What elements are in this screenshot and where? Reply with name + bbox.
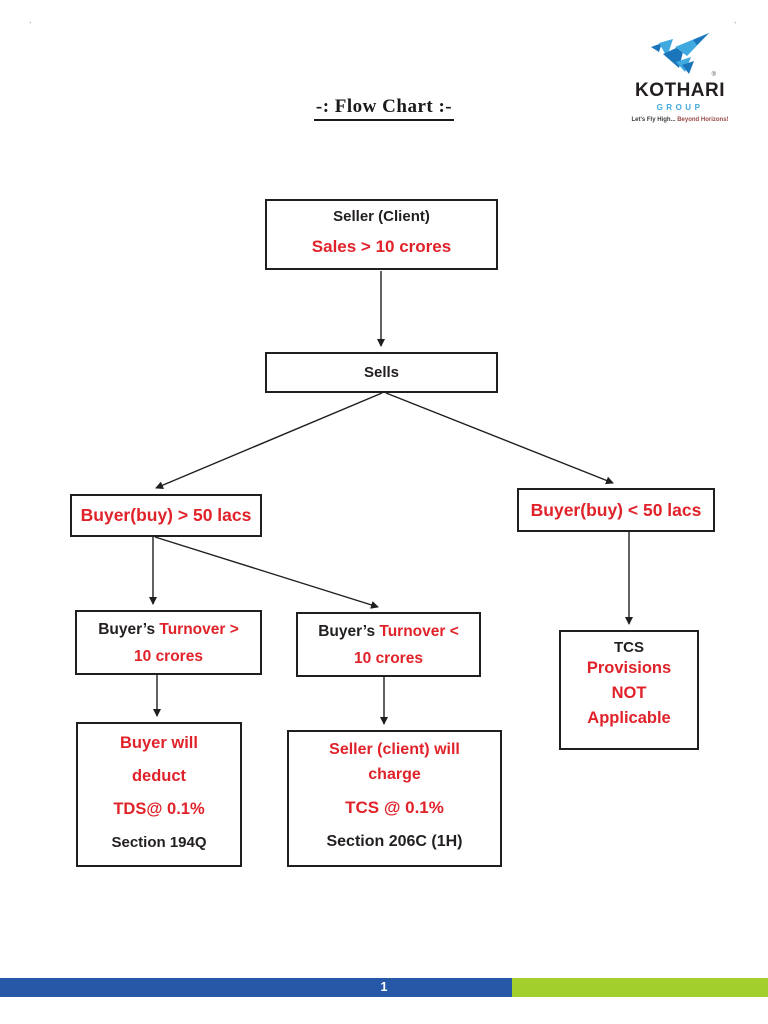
kothari-logo: ® KOTHARI GROUP Let's Fly High... Beyond… (630, 28, 730, 124)
footer-bar: 1 (0, 978, 768, 997)
page-number: 1 (380, 980, 388, 994)
tagline-part1: Let's Fly High... (631, 117, 676, 123)
corner-mark-right: ` (733, 22, 739, 32)
tagline-part2: Beyond Horizons! (675, 117, 729, 123)
flow-node-turnover-gt-10cr: Buyer’s Turnover > 10 crores (75, 610, 262, 675)
flow-node-turnover-lt-10cr: Buyer’s Turnover < 10 crores (296, 612, 481, 677)
origami-bird-icon (651, 33, 709, 74)
turnover-lt-prefix: Buyer’s (318, 622, 380, 640)
flow-node-buyer-lt-50lacs: Buyer(buy) < 50 lacs (517, 488, 715, 532)
turnover-gt-highlight: Turnover > (159, 620, 239, 638)
flow-node-seller: Seller (Client) Sales > 10 crores (265, 199, 498, 270)
flow-node-sells: Sells (265, 352, 498, 393)
title-row: -: Flow Chart :- (0, 96, 768, 121)
tcs-na-title: TCS (614, 639, 644, 656)
turnover-gt-prefix: Buyer’s (98, 620, 160, 638)
buyer-gt-label: Buyer(buy) > 50 lacs (80, 505, 252, 525)
flow-node-buyer-gt-50lacs: Buyer(buy) > 50 lacs (70, 494, 262, 537)
tcs-na-line3: Applicable (587, 709, 671, 727)
charge-line2: charge (368, 766, 421, 783)
flow-node-buyer-deducts-tds: Buyer will deduct TDS@ 0.1% Section 194Q (76, 722, 242, 867)
buyer-lt-label: Buyer(buy) < 50 lacs (530, 499, 702, 520)
seller-subtitle: Sales > 10 crores (311, 237, 452, 256)
turnover-lt-line2: 10 crores (354, 649, 423, 667)
arrow-sells-to-buyer-lt (385, 392, 614, 485)
flow-node-seller-charges-tcs: Seller (client) will charge TCS @ 0.1% S… (287, 730, 502, 867)
footer-blue-segment (0, 978, 512, 997)
turnover-lt-line1: Buyer’s Turnover < (318, 618, 459, 645)
charge-line1: Seller (client) will (329, 741, 460, 758)
tcs-na-line1: Provisions (586, 659, 672, 677)
arrow-buyergt-to-turnover-lt (154, 536, 379, 609)
turnover-gt-line1: Buyer’s Turnover > (98, 616, 239, 643)
page-title: -: Flow Chart :- (313, 96, 455, 121)
corner-mark-left: ` (28, 22, 34, 32)
logo-subtitle: GROUP (656, 103, 704, 112)
tds-footnote: Section 194Q (111, 834, 207, 851)
charge-footnote: Section 206C (1H) (326, 833, 463, 850)
tds-line3: TDS@ 0.1% (113, 800, 205, 818)
tds-line1: Buyer will (120, 734, 198, 752)
logo-name: KOTHARI (634, 80, 726, 101)
charge-line3: TCS @ 0.1% (345, 798, 444, 817)
footer-green-segment (512, 978, 768, 997)
tds-line2: deduct (131, 767, 187, 785)
sells-label: Sells (363, 364, 400, 381)
flow-node-tcs-not-applicable: TCS Provisions NOT Applicable (559, 630, 699, 750)
tcs-na-line2: NOT (611, 684, 647, 702)
turnover-lt-highlight: Turnover < (379, 622, 459, 640)
arrow-sells-to-buyer-gt (155, 392, 383, 489)
registered-trademark: ® (711, 72, 716, 78)
seller-title: Seller (Client) (333, 208, 430, 225)
logo-tagline: Let's Fly High... Beyond Horizons! (630, 117, 730, 124)
turnover-gt-line2: 10 crores (134, 647, 203, 665)
